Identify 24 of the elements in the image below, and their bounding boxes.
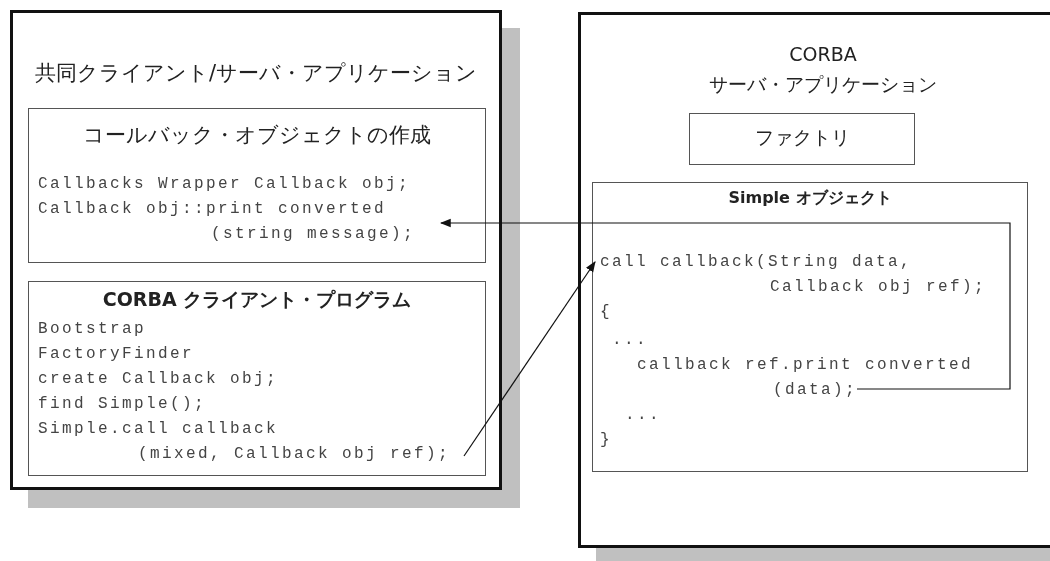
code-line: Simple.call callback (mixed, Callback obj ref); [38, 419, 451, 465]
code-line: } [600, 430, 612, 451]
box-heading: コールバック・オブジェクトの作成 [83, 122, 431, 149]
code-line: ... [625, 405, 661, 426]
code-line: ... [612, 330, 648, 351]
box-heading: 共同クライアント/サーバ・アプリケーション [34, 60, 478, 87]
code-line: Callback obj::print converted (string message); [38, 199, 416, 245]
box-heading: CORBA クライアント・プログラム [102, 287, 412, 312]
section-box [28, 108, 486, 263]
box-heading: ファクトリ [754, 125, 850, 150]
code-line: { [600, 302, 612, 323]
code-line: callback ref.print converted (data); [637, 355, 974, 401]
box-heading: Simple オブジェクト [728, 188, 892, 209]
code-line: create Callback obj; [38, 369, 279, 390]
section-box [28, 281, 486, 476]
code-line: call callback(String data, Callback obj ref); [600, 252, 987, 298]
code-line: FactoryFinder [38, 344, 195, 365]
box-heading: CORBA サーバ・アプリケーション [709, 42, 937, 97]
code-line: find Simple(); [38, 394, 207, 415]
arrow [439, 218, 1011, 390]
component-box [689, 113, 915, 165]
code-line: Callbacks Wrapper Callback obj; [38, 174, 411, 195]
object-box [592, 182, 1028, 472]
code-line: Bootstrap [38, 319, 146, 340]
